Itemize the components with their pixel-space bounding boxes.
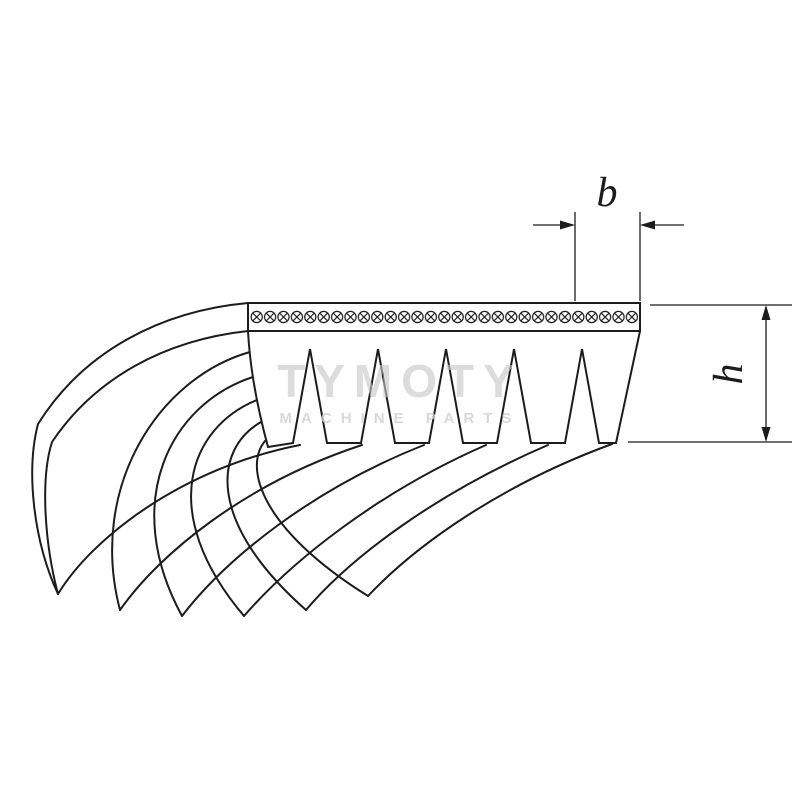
rib-sweep-curve xyxy=(153,376,254,617)
rib-ridge-curve xyxy=(243,444,487,617)
belt-back-inner-curve xyxy=(44,330,249,595)
belt-front-face xyxy=(247,302,641,449)
dimension-h: h xyxy=(628,304,792,443)
arrow-up-icon xyxy=(761,305,771,320)
arrow-right-icon xyxy=(560,220,575,230)
dimension-b-label: b xyxy=(597,170,618,216)
belt-swept-section xyxy=(31,302,613,617)
rib-sweep-curve xyxy=(111,351,251,611)
crosshatch-band xyxy=(250,305,638,329)
belt-back-outer-curve xyxy=(31,302,249,595)
arrow-down-icon xyxy=(761,427,771,442)
dimension-b: b xyxy=(533,170,684,301)
rib-ridge-curve xyxy=(181,444,425,617)
rib-ridge-curve xyxy=(57,444,301,595)
belt-cross-section xyxy=(247,302,641,449)
arrow-left-icon xyxy=(640,220,655,230)
rib-ridge-curve xyxy=(119,444,363,611)
rib-ridge-curve xyxy=(367,443,613,597)
rib-sweep-curve xyxy=(226,421,307,611)
rib-sweep-curve xyxy=(256,440,369,597)
dimension-h-label: h xyxy=(706,364,752,385)
rib-ridge-curve xyxy=(305,444,549,611)
